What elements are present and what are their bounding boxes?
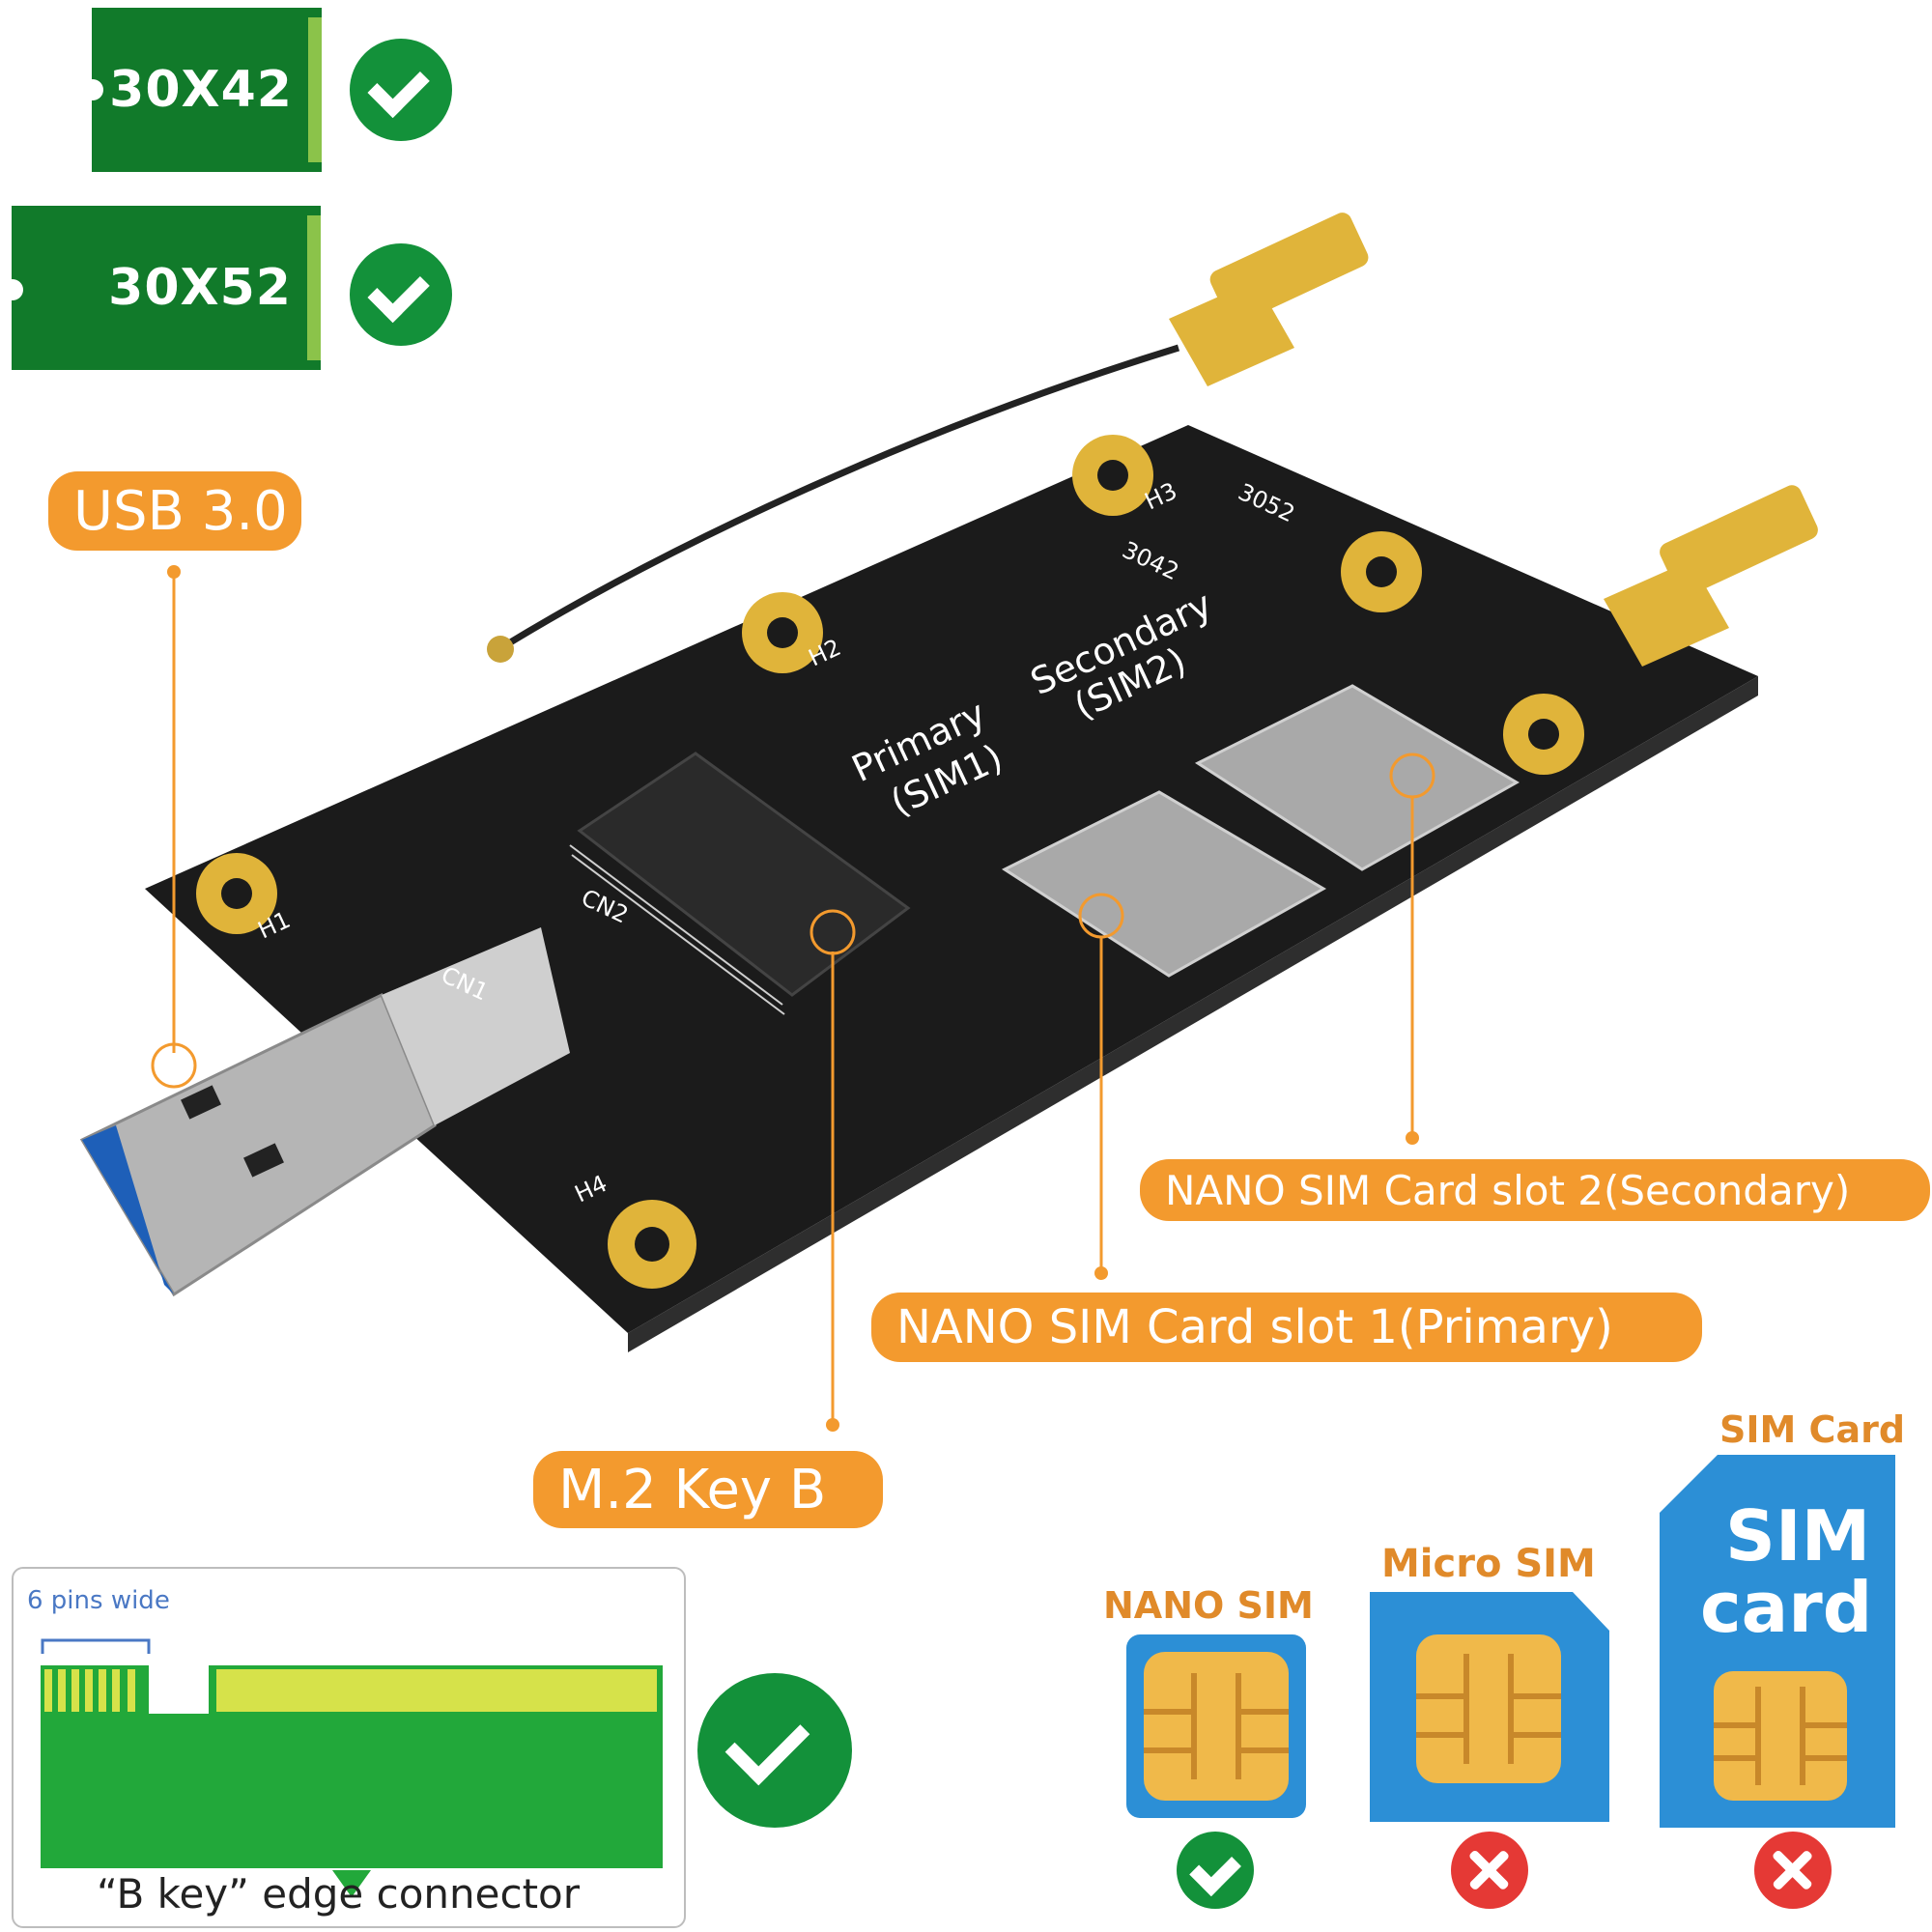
nano-sim-label: NANO SIM xyxy=(1103,1584,1314,1627)
callout-sim2: NANO SIM Card slot 2(Secondary) xyxy=(1140,1159,1930,1221)
caption-pointer xyxy=(332,1870,371,1897)
mount-holes xyxy=(196,435,1584,1289)
micro-sim-card xyxy=(1370,1592,1609,1822)
sim-slot-1 xyxy=(1001,790,1327,978)
pcb-edge xyxy=(628,676,1758,1352)
module-size-30x52: 30X52 xyxy=(2,206,321,370)
usb-shell xyxy=(382,927,570,1125)
full-sim-card xyxy=(1660,1455,1895,1828)
callout-usb: USB 3.0 xyxy=(48,471,301,551)
module-size-30x42: 30X42 xyxy=(82,8,322,172)
usb-hole xyxy=(243,1143,284,1178)
nano-sim-card xyxy=(1126,1634,1306,1818)
m2-slot xyxy=(577,752,911,997)
usb-hole xyxy=(181,1085,221,1120)
sim-card-text-1: SIM xyxy=(1725,1495,1871,1577)
edge-connector-diagram xyxy=(41,1638,663,1897)
size-card-notch xyxy=(2,279,23,300)
gold-edge xyxy=(308,17,322,162)
callout-usb-label: USB 3.0 xyxy=(73,479,288,543)
edge-connector-caption: “B key” edge connector xyxy=(97,1870,581,1918)
x-icon xyxy=(1754,1832,1832,1909)
pins-bracket xyxy=(41,1638,151,1654)
usb-plug-body xyxy=(79,992,437,1297)
check-icon xyxy=(697,1673,852,1828)
leader-sim2-ring xyxy=(1389,753,1435,799)
ufl-connector xyxy=(487,636,514,663)
m2-slot-pins xyxy=(569,844,785,1015)
usb-plug-blue xyxy=(82,1125,174,1294)
pins-wide-label: 6 pins wide xyxy=(27,1586,170,1615)
check-icon xyxy=(350,39,452,141)
leader-sim1-ring xyxy=(1078,893,1124,939)
callout-m2-key: M.2 Key B xyxy=(533,1451,883,1528)
pcb-board xyxy=(145,425,1758,1333)
callout-sim1: NANO SIM Card slot 1(Primary) xyxy=(871,1293,1702,1362)
check-icon xyxy=(350,243,452,346)
sim-slot-2 xyxy=(1194,684,1520,871)
gold-edge xyxy=(307,215,321,360)
module-size-label: 30X42 xyxy=(109,61,293,119)
sim-card-text-2: card xyxy=(1700,1567,1873,1648)
module-size-label: 30X52 xyxy=(108,259,292,317)
antenna-cable xyxy=(500,344,1180,650)
sma-connector-1 xyxy=(1169,213,1369,386)
silk-sma2: SMA2 xyxy=(1257,397,1327,449)
micro-sim-label: Micro SIM xyxy=(1381,1542,1596,1586)
x-icon xyxy=(1451,1832,1528,1909)
edge-connector-panel: 6 pins wide “B key” edge connector xyxy=(12,1567,686,1928)
sim-card-label: SIM Card xyxy=(1719,1408,1906,1451)
leader-m2-ring xyxy=(810,909,856,955)
callout-m2-label: M.2 Key B xyxy=(558,1458,827,1521)
leader-usb-ring xyxy=(151,1042,197,1089)
key-notch xyxy=(149,1654,209,1714)
size-card-notch xyxy=(82,79,103,100)
callout-sim1-label: NANO SIM Card slot 1(Primary) xyxy=(896,1300,1613,1354)
gold-fingers xyxy=(44,1669,657,1712)
sma-connector-2 xyxy=(1604,485,1818,667)
callout-sim2-label: NANO SIM Card slot 2(Secondary) xyxy=(1165,1166,1851,1214)
check-icon xyxy=(1177,1832,1254,1909)
